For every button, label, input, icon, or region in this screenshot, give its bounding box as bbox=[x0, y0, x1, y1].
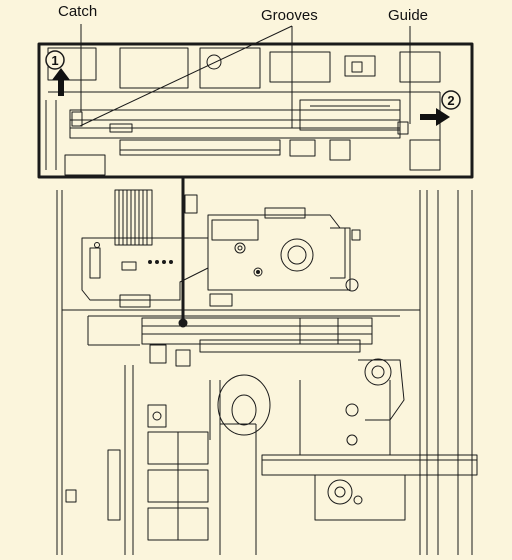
circuit-board bbox=[81, 237, 209, 301]
step2-number: 2 bbox=[447, 93, 454, 108]
disc-hub bbox=[209, 374, 271, 555]
step2-arrow bbox=[420, 90, 461, 126]
pulley bbox=[358, 358, 405, 421]
inset-panel bbox=[37, 42, 474, 179]
step1-arrow bbox=[45, 50, 70, 96]
drive-mechanism bbox=[184, 194, 361, 292]
callout-leaders bbox=[79, 24, 411, 128]
catch-label: Catch bbox=[58, 3, 98, 20]
lower-assembly bbox=[56, 189, 478, 555]
slider-bar bbox=[261, 454, 478, 476]
grooves-label: Grooves bbox=[261, 7, 318, 24]
guide-label: Guide bbox=[388, 7, 429, 24]
ribbon-cable bbox=[114, 189, 153, 246]
loader-rail bbox=[141, 317, 373, 367]
tray-plate bbox=[62, 293, 420, 346]
detail-marker bbox=[178, 318, 188, 328]
gear-cluster bbox=[299, 380, 406, 521]
side-frame bbox=[65, 365, 209, 555]
step1-number: 1 bbox=[51, 53, 58, 68]
